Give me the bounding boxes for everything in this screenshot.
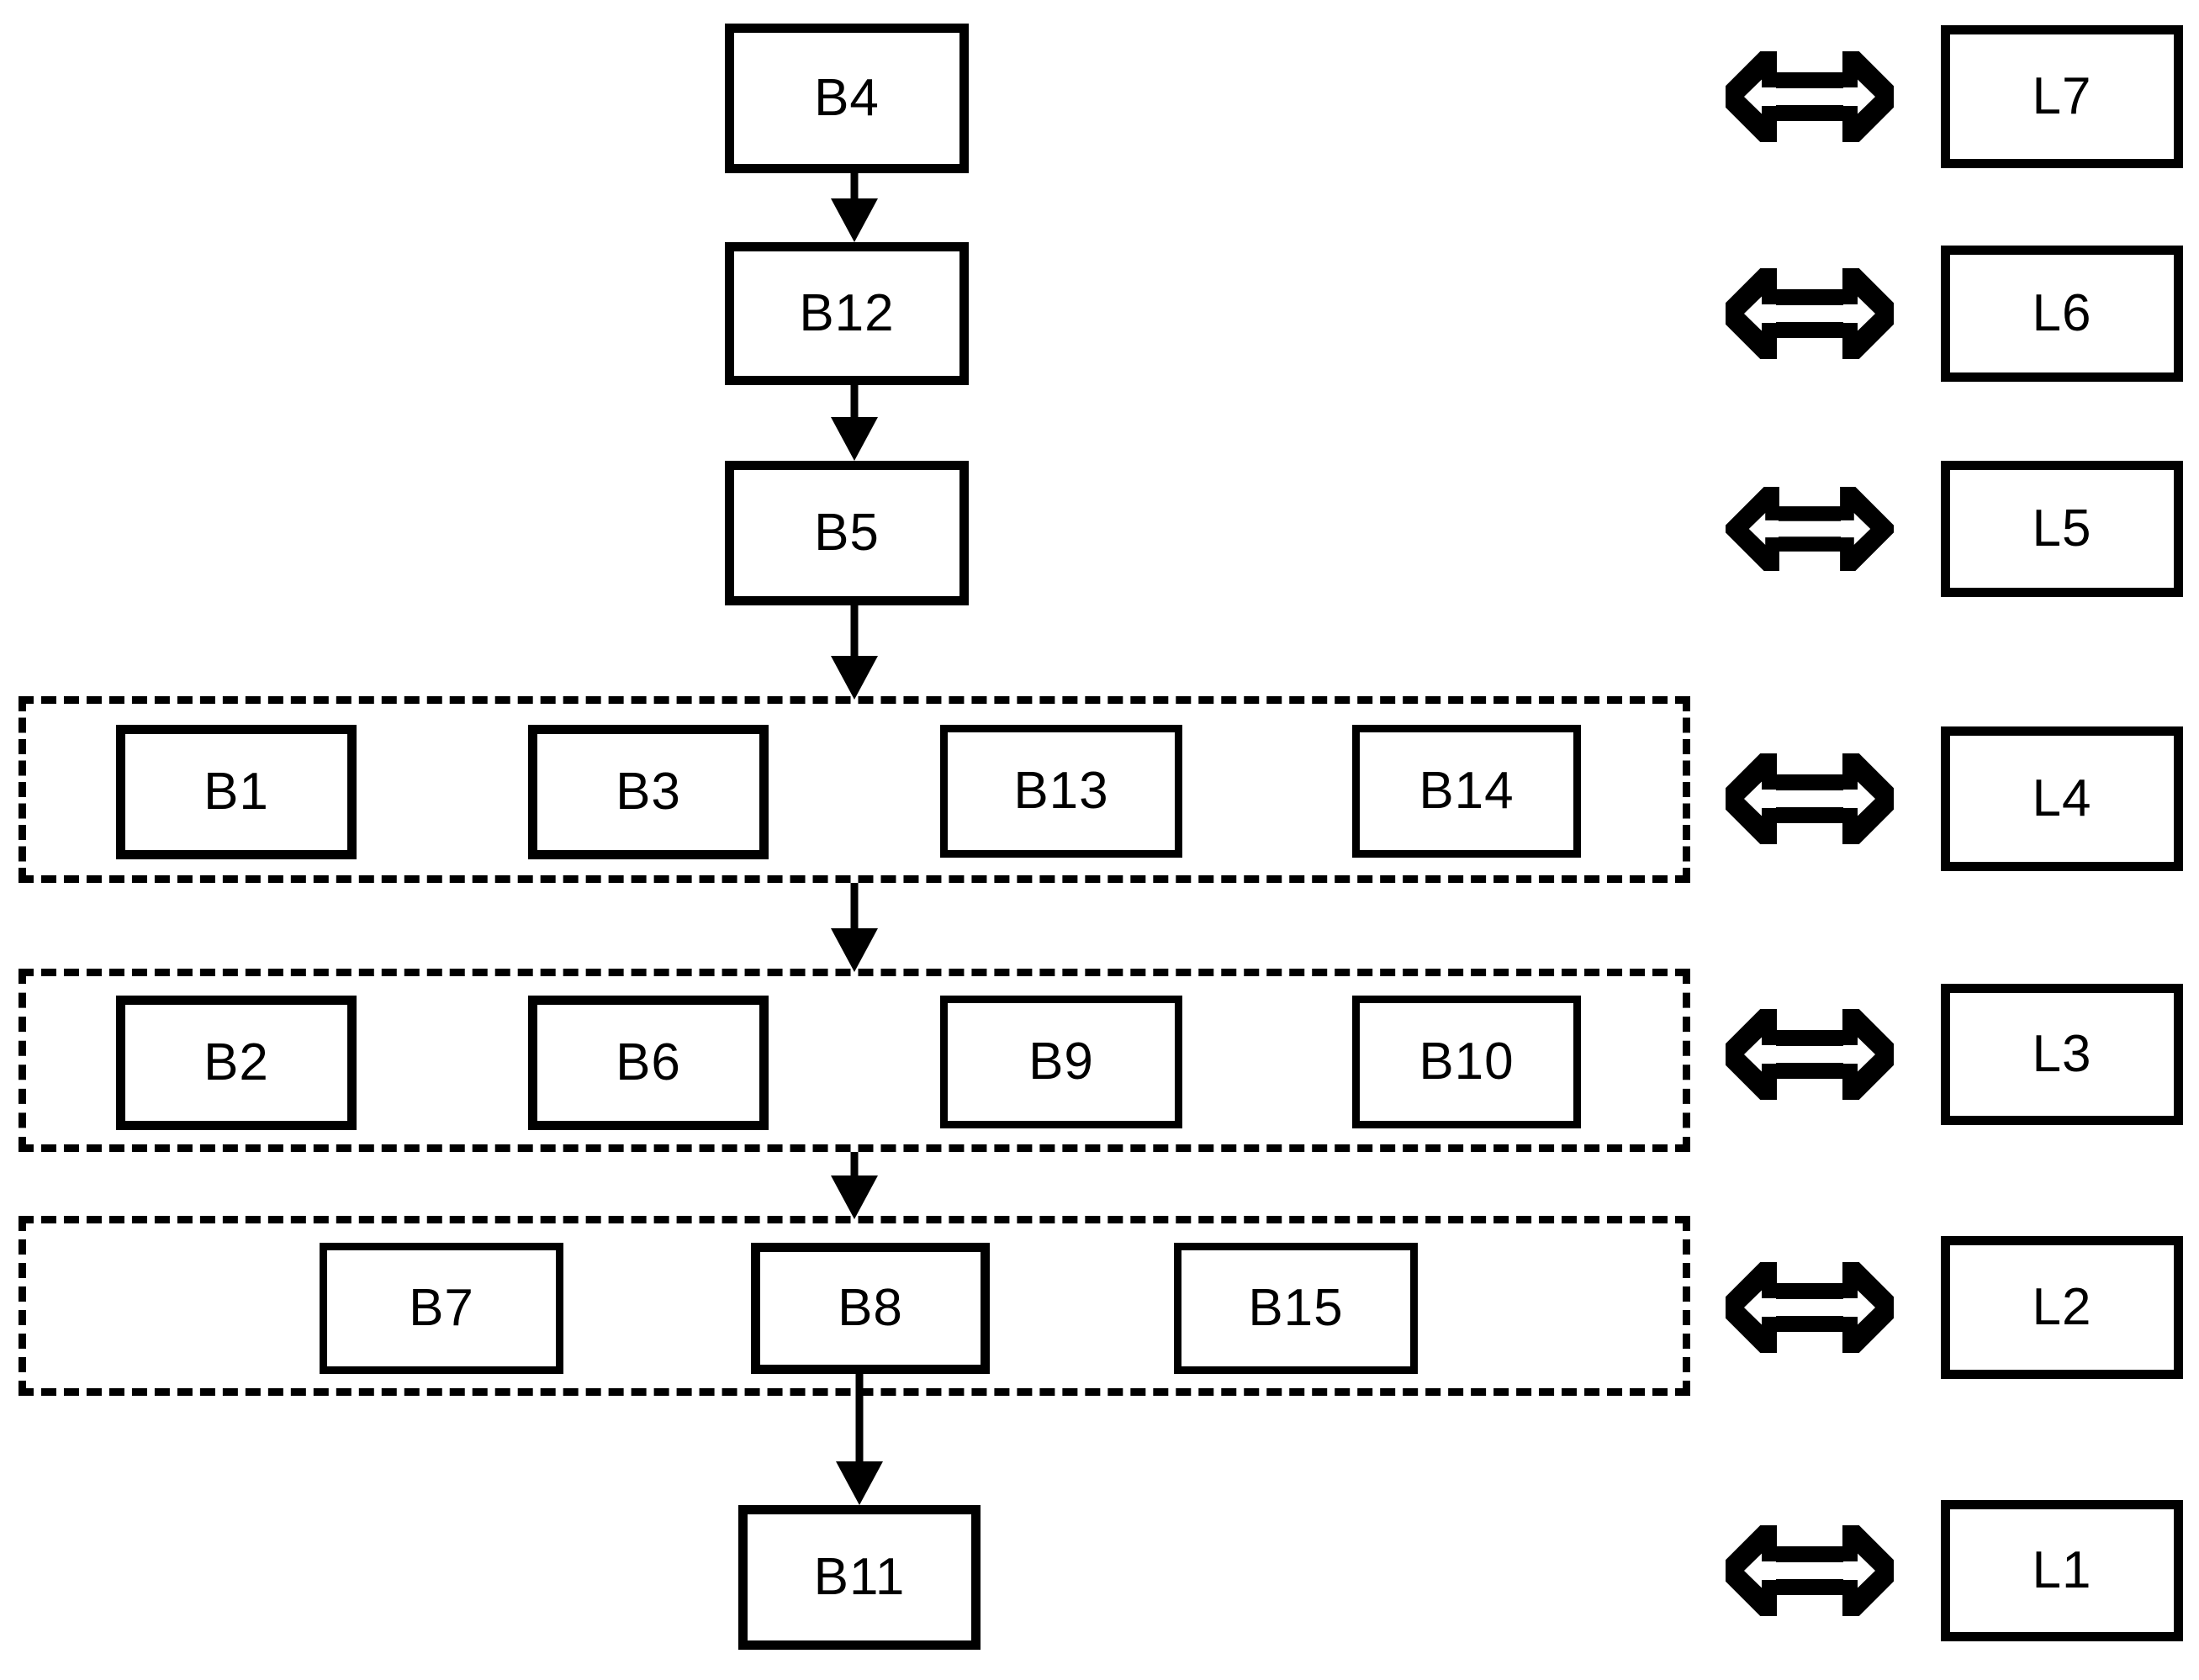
process-box-b6[interactable]: B6	[528, 996, 769, 1130]
process-box-label: B12	[799, 284, 895, 342]
group-container-g4	[19, 696, 1690, 883]
process-box-b2[interactable]: B2	[116, 996, 357, 1130]
process-box-b12[interactable]: B12	[725, 242, 969, 385]
process-box-b10[interactable]: B10	[1352, 996, 1581, 1128]
double-arrow-glyph	[1715, 992, 1905, 1117]
group-container-g2	[19, 1216, 1690, 1396]
bidirectional-arrow-icon-l6[interactable]	[1715, 251, 1905, 376]
process-box-label: B8	[838, 1279, 903, 1337]
layer-box-label: L5	[2032, 499, 2092, 557]
flow-arrow-head	[831, 1175, 878, 1219]
process-box-label: B15	[1248, 1279, 1344, 1337]
double-arrow-glyph	[1721, 471, 1898, 587]
process-box-b8[interactable]: B8	[751, 1243, 990, 1374]
process-box-b3[interactable]: B3	[528, 725, 769, 859]
process-box-label: B10	[1419, 1033, 1514, 1091]
process-box-b5[interactable]: B5	[725, 461, 969, 605]
layer-box-label: L2	[2032, 1278, 2092, 1336]
process-box-label: B7	[409, 1279, 474, 1337]
flow-arrow-head	[831, 656, 878, 700]
process-box-label: B2	[204, 1033, 269, 1091]
process-box-label: B5	[814, 504, 880, 562]
process-box-label: B13	[1013, 762, 1109, 820]
bidirectional-arrow-icon-l4[interactable]	[1715, 737, 1905, 861]
process-box-b11[interactable]: B11	[738, 1505, 981, 1650]
layer-box-label: L7	[2032, 67, 2092, 125]
layer-box-l1[interactable]: L1	[1941, 1500, 2183, 1641]
bidirectional-arrow-icon-l3[interactable]	[1715, 992, 1905, 1117]
process-box-b13[interactable]: B13	[940, 725, 1182, 858]
flow-arrow-head	[831, 198, 878, 242]
double-arrow-glyph	[1715, 1508, 1905, 1633]
process-box-b14[interactable]: B14	[1352, 725, 1581, 858]
double-arrow-glyph	[1715, 34, 1905, 159]
layer-box-l4[interactable]: L4	[1941, 726, 2183, 871]
flow-arrow-head	[831, 928, 878, 972]
layer-box-l7[interactable]: L7	[1941, 25, 2183, 168]
double-arrow-glyph	[1715, 251, 1905, 376]
bidirectional-arrow-icon-l1[interactable]	[1715, 1508, 1905, 1633]
process-box-label: B1	[204, 763, 269, 821]
double-arrow-glyph	[1715, 737, 1905, 861]
layer-box-label: L4	[2032, 769, 2092, 827]
process-box-label: B3	[616, 763, 681, 821]
process-box-label: B6	[616, 1033, 681, 1091]
layer-box-label: L3	[2032, 1025, 2092, 1083]
process-box-label: B9	[1028, 1033, 1094, 1091]
layer-box-label: L1	[2032, 1541, 2092, 1599]
layer-box-label: L6	[2032, 284, 2092, 342]
bidirectional-arrow-icon-l5[interactable]	[1721, 471, 1898, 587]
flow-arrow-head	[831, 417, 878, 461]
layer-box-l5[interactable]: L5	[1941, 461, 2183, 597]
process-box-label: B11	[813, 1548, 906, 1606]
process-box-label: B4	[814, 69, 880, 127]
process-box-b7[interactable]: B7	[320, 1243, 563, 1374]
group-container-g3	[19, 969, 1690, 1152]
process-box-b1[interactable]: B1	[116, 725, 357, 859]
layer-box-l6[interactable]: L6	[1941, 246, 2183, 382]
bidirectional-arrow-icon-l7[interactable]	[1715, 34, 1905, 159]
layer-box-l2[interactable]: L2	[1941, 1236, 2183, 1379]
layer-box-l3[interactable]: L3	[1941, 984, 2183, 1125]
process-box-b9[interactable]: B9	[940, 996, 1182, 1128]
double-arrow-glyph	[1715, 1245, 1905, 1370]
process-box-b4[interactable]: B4	[725, 24, 969, 173]
process-box-b15[interactable]: B15	[1174, 1243, 1418, 1374]
bidirectional-arrow-icon-l2[interactable]	[1715, 1245, 1905, 1370]
flow-arrow-head	[836, 1461, 883, 1505]
process-box-label: B14	[1419, 762, 1514, 820]
